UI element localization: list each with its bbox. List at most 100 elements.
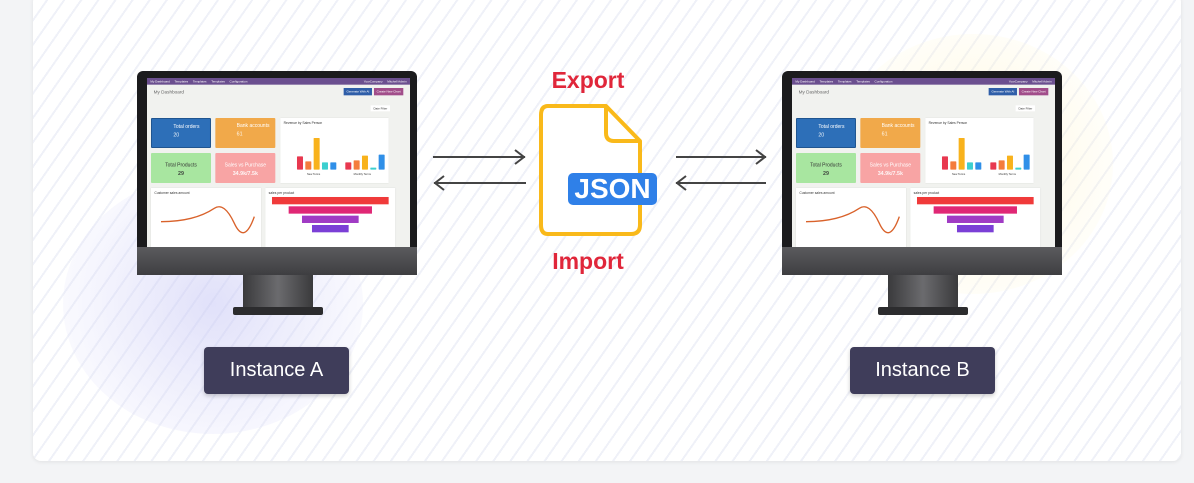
dashboard-header: My Dashboard Generate With AI Create New…: [792, 85, 1055, 99]
tile-value: 34.9k/7.5k: [232, 170, 258, 177]
axis-label: Monthly Terms: [998, 172, 1016, 176]
tile-label: Total orders: [818, 123, 845, 130]
create-chart-button[interactable]: Create New Chart: [1018, 87, 1049, 96]
funnel-level: [271, 196, 389, 205]
menu-item[interactable]: Templates: [174, 79, 189, 83]
monitor-instance-a: My Dashboard Templates Templates Templat…: [137, 71, 417, 316]
bar: [950, 161, 957, 170]
menu-item[interactable]: Templates: [192, 79, 207, 83]
tile-total-products: Total Products 29: [150, 152, 211, 183]
tile-value: 61: [236, 130, 243, 137]
monitor-stand: [243, 275, 313, 309]
bar: [296, 156, 303, 170]
dashboard-topbar: My Dashboard Templates Templates Templat…: [147, 78, 410, 85]
tile-value: 29: [823, 170, 829, 177]
bar: [990, 162, 997, 170]
monitor-chin: [782, 247, 1062, 275]
bar: [330, 162, 337, 170]
panel-title: sales per product: [268, 191, 295, 195]
monitor-stand: [888, 275, 958, 309]
monitor-instance-b: My Dashboard Templates Templates Templat…: [782, 71, 1062, 316]
axis-label: Monthly Terms: [353, 172, 371, 176]
monitor-screen: My Dashboard Templates Templates Templat…: [792, 78, 1055, 247]
funnel-level: [933, 206, 1017, 214]
tile-label: Bank accounts: [881, 122, 915, 129]
tile-label: Total orders: [173, 123, 200, 130]
funnel-level: [916, 196, 1034, 205]
menu-item[interactable]: Configuration: [874, 79, 893, 83]
axis-label: New Terms: [951, 172, 966, 176]
funnel-level: [301, 215, 359, 223]
date-filter[interactable]: Date Filter: [1015, 105, 1035, 112]
json-badge: JSON: [568, 173, 657, 205]
panel-title: Revenue by Sales Person: [928, 121, 968, 125]
menu-item[interactable]: Templates: [211, 79, 225, 83]
bar: [1006, 155, 1013, 170]
generate-ai-button[interactable]: Generate With AI: [343, 87, 372, 96]
tile-total-products: Total Products 29: [795, 152, 856, 183]
company-name: YourCompany: [363, 79, 383, 83]
bar: [975, 162, 982, 170]
bar: [966, 162, 973, 170]
bar: [361, 155, 368, 170]
dashboard-topbar: My Dashboard Templates Templates Templat…: [792, 78, 1055, 85]
bar: [1023, 154, 1030, 170]
monitor-screen: My Dashboard Templates Templates Templat…: [147, 78, 410, 247]
monitor-base: [878, 307, 968, 315]
monitor-bezel: My Dashboard Templates Templates Templat…: [137, 71, 417, 275]
arrow-right-icon: [676, 149, 767, 165]
instance-a-button[interactable]: Instance A: [204, 347, 349, 394]
tile-label: Sales vs Purchase: [869, 162, 912, 168]
company-name: YourCompany: [1008, 79, 1028, 83]
bar: [958, 137, 965, 170]
menu-item[interactable]: Templates: [819, 79, 834, 83]
line-chart: [160, 206, 255, 234]
user-name: Mitchell Admin: [387, 79, 407, 83]
revenue-chart-panel: Revenue by Sales Person New Terms Monthl…: [925, 117, 1034, 183]
date-filter[interactable]: Date Filter: [370, 105, 390, 112]
user-name: Mitchell Admin: [1032, 79, 1052, 83]
bar: [378, 154, 385, 170]
menu-item[interactable]: Templates: [856, 79, 870, 83]
axis-label: New Terms: [306, 172, 321, 176]
generate-ai-button[interactable]: Generate With AI: [988, 87, 1017, 96]
bar: [370, 167, 377, 170]
bar: [313, 137, 320, 170]
tile-label: Total Products: [165, 162, 197, 168]
panel-title: Customer sales amount: [799, 191, 835, 195]
dashboard-header: My Dashboard Generate With AI Create New…: [147, 85, 410, 99]
panel-title: Customer sales amount: [154, 191, 190, 195]
bar: [345, 162, 352, 170]
bar: [353, 160, 360, 170]
menu-item[interactable]: Configuration: [229, 79, 248, 83]
instance-b-button[interactable]: Instance B: [850, 347, 995, 394]
customer-chart-panel: Customer sales amount: [150, 187, 261, 247]
funnel-level: [311, 224, 349, 233]
menu-item[interactable]: Templates: [837, 79, 852, 83]
bar: [1015, 167, 1022, 170]
line-chart: [805, 206, 900, 234]
bar: [998, 160, 1005, 170]
tile-value: 61: [881, 130, 888, 137]
tile-label: Total Products: [810, 162, 842, 168]
mini-dashboard: My Dashboard Templates Templates Templat…: [147, 78, 410, 247]
create-chart-button[interactable]: Create New Chart: [373, 87, 404, 96]
mini-dashboard: My Dashboard Templates Templates Templat…: [792, 78, 1055, 247]
tile-value: 29: [178, 170, 184, 177]
page-title: My Dashboard: [153, 88, 185, 95]
tile-value: 20: [818, 131, 825, 138]
customer-chart-panel: Customer sales amount: [795, 187, 906, 247]
page-title: My Dashboard: [798, 88, 830, 95]
file-icon: [539, 104, 642, 236]
revenue-chart-panel: Revenue by Sales Person New Terms Monthl…: [280, 117, 389, 183]
monitor-base: [233, 307, 323, 315]
app-title: My Dashboard: [795, 79, 815, 83]
bar: [941, 156, 948, 170]
product-funnel-panel: sales per product: [265, 187, 396, 247]
